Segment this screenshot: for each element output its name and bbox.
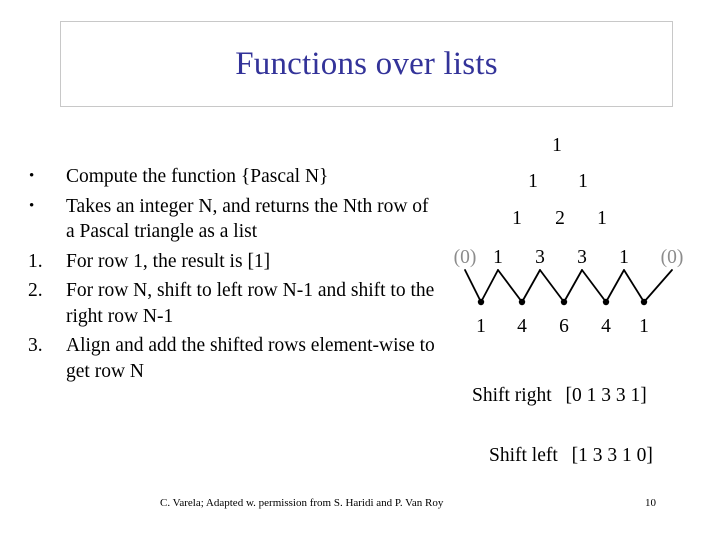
list-item-text: Align and add the shifted rows element-w… bbox=[66, 335, 435, 382]
list-item-text: Takes an integer N, and returns the Nth … bbox=[66, 195, 429, 243]
number-marker: 1. bbox=[28, 250, 43, 272]
triangle-number: 1 bbox=[528, 171, 538, 192]
list-item: 1. For row 1, the result is [1] bbox=[18, 249, 438, 275]
arrowhead-dot bbox=[477, 298, 485, 306]
shift-left-annotation: Shift left [1 3 3 1 0] bbox=[489, 445, 653, 467]
addition-stroke bbox=[605, 269, 625, 303]
bullet-marker: • bbox=[29, 168, 35, 184]
list-item: • Takes an integer N, and returns the Nth… bbox=[18, 194, 438, 245]
triangle-number: 1 bbox=[597, 208, 607, 229]
number-marker: 3. bbox=[28, 335, 43, 356]
list-item: • Compute the function {Pascal N} bbox=[18, 164, 438, 190]
footer-credit: C. Varela; Adapted w. permission from S.… bbox=[160, 497, 444, 509]
addition-stroke bbox=[480, 269, 499, 303]
bullet-marker: • bbox=[29, 197, 35, 214]
addition-stroke bbox=[521, 269, 541, 303]
triangle-pad-zero: (0) bbox=[453, 247, 477, 268]
triangle-number: 1 bbox=[619, 247, 629, 268]
triangle-number: 3 bbox=[577, 247, 587, 268]
list-item: 2. For row N, shift to left row N-1 and s… bbox=[18, 278, 438, 329]
triangle-pad-zero: (0) bbox=[660, 247, 684, 268]
triangle-number: 2 bbox=[555, 208, 565, 229]
triangle-number: 6 bbox=[559, 316, 569, 337]
addition-stroke bbox=[497, 269, 523, 303]
triangle-number: 4 bbox=[517, 316, 527, 337]
footer-page-number: 10 bbox=[645, 497, 656, 509]
list-item-text: Compute the function {Pascal N} bbox=[66, 166, 329, 187]
triangle-number: 1 bbox=[578, 171, 588, 192]
list-item-text: For row N, shift to left row N-1 and shi… bbox=[66, 280, 435, 327]
page-title: Functions over lists bbox=[235, 45, 498, 82]
list-spacer bbox=[18, 384, 438, 388]
arrowhead-dot bbox=[560, 298, 568, 306]
arrowhead-dot bbox=[602, 298, 610, 306]
triangle-number: 3 bbox=[535, 247, 545, 268]
triangle-number: 4 bbox=[601, 316, 611, 337]
addition-arrows bbox=[464, 269, 673, 306]
triangle-number: 1 bbox=[639, 316, 649, 337]
arrowhead-dot bbox=[518, 298, 526, 306]
triangle-number: 1 bbox=[476, 316, 486, 337]
addition-stroke bbox=[643, 269, 673, 303]
addition-stroke bbox=[464, 269, 482, 303]
shift-left-vector: [1 3 3 1 0] bbox=[571, 445, 653, 466]
triangle-number: 1 bbox=[493, 247, 503, 268]
shift-right-annotation: Shift right [0 1 3 3 1] bbox=[472, 385, 647, 407]
addition-stroke bbox=[563, 269, 583, 303]
addition-stroke bbox=[623, 269, 645, 303]
triangle-number: 1 bbox=[512, 208, 522, 229]
list-item-text: For row 1, the result is [1] bbox=[66, 250, 271, 272]
body-list: • Compute the function {Pascal N} • Takes a… bbox=[18, 164, 438, 388]
number-marker: 2. bbox=[28, 280, 43, 301]
list-item: 3. Align and add the shifted rows element… bbox=[18, 333, 438, 384]
shift-right-label: Shift right bbox=[472, 385, 552, 406]
slide-title-box: Functions over lists bbox=[60, 21, 673, 107]
shift-right-vector: [0 1 3 3 1] bbox=[565, 385, 647, 406]
addition-stroke bbox=[539, 269, 565, 303]
addition-stroke bbox=[581, 269, 607, 303]
arrowhead-dot bbox=[640, 298, 648, 306]
triangle-number: 1 bbox=[552, 135, 562, 156]
shift-left-label: Shift left bbox=[489, 445, 558, 466]
